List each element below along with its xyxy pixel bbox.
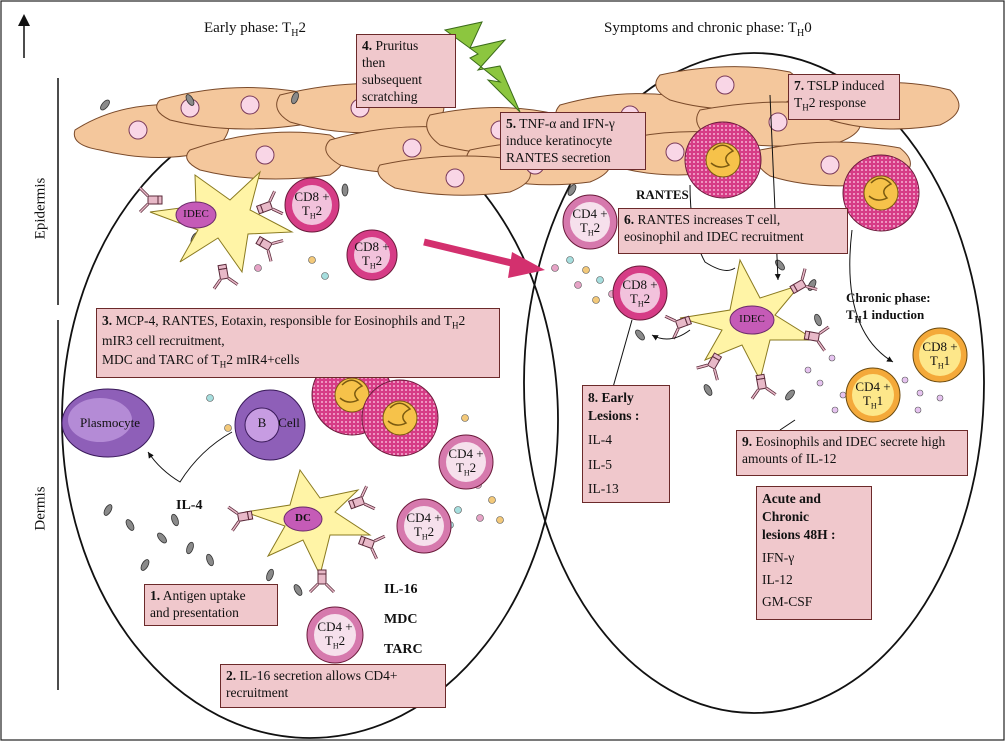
rantes-label: RANTES [636,187,689,202]
cd8-th1-cell [912,327,968,383]
il4-label: IL-4 [176,498,203,513]
cd4-th2-label-right: CD4 +TH2 [572,206,608,238]
dermis-label: Dermis [32,486,49,531]
box-8-early-lesions: 8. Early Lesions : IL-4 IL-5 IL-13 [582,385,670,503]
chemokine-dots [206,256,944,529]
b-cell-b-label: B [257,415,267,430]
plasmocyte-cell [61,388,155,458]
keratinocyte-nuclei [128,75,900,188]
idec-cell-right [663,258,831,401]
cd8-th2-label-right: CD8 +TH2 [622,277,658,309]
b-cell-cell-label: Cell [278,415,300,430]
plasmocyte-label: Plasmocyte [80,415,140,430]
chronic-phase-ellipse [523,52,985,714]
cd8-th2-label-2: CD8 +TH2 [354,239,390,271]
cd8-th2-label-1: CD8 +TH2 [294,189,330,221]
mdc-label: MDC [384,612,418,627]
box-7-tslp: 7. TSLP induced TH2 response [788,74,900,120]
eosinophil-left-2 [361,379,439,457]
cd4-th1-label: CD4 +TH1 [855,379,891,411]
cd4-th2-cell-3 [306,606,364,664]
cd8-th1-label: CD8 +TH1 [922,339,958,371]
acute-lesion-item: IL-12 [762,571,793,587]
idec-label: IDEC [183,208,209,220]
idec-cell-left [138,170,294,291]
dc-label: DC [295,512,311,524]
acute-lesion-item: IFN-γ [762,549,795,565]
cd8-th2-cell-1 [284,177,340,233]
il16-label: IL-16 [384,582,418,597]
early-lesion-item: IL-13 [588,480,619,496]
tarc-label: TARC [384,642,423,657]
box-3-chemokines: 3. MCP-4, RANTES, Eotaxin, responsible f… [96,308,500,378]
dc-cell [226,468,387,594]
box-9-il12: 9. Eosinophils and IDEC secrete high amo… [736,430,968,476]
box-1-antigen: 1. Antigen uptake and presentation [144,584,278,626]
box-2-il16: 2. IL-16 secretion allows CD4+ recruitme… [220,664,446,708]
box-4-pruritus: 4. Pruritus then subsequent scratching [356,34,456,108]
acute-lesion-item: GM-CSF [762,594,813,610]
chronic-phase-th1-label: Chronic phase: TH1 induction [846,290,931,325]
magenta-arrow-icon [423,238,545,278]
epidermis-label: Epidermis [32,177,49,240]
cd4-th2-cell-right [562,194,618,250]
lightning-icon [443,21,521,113]
cd4-th2-label-3: CD4 +TH2 [317,619,353,651]
eosinophil-right-2 [842,154,920,232]
b-cell [234,389,306,461]
cd4-th2-cell-1 [438,434,494,490]
cd4-th2-cell-2 [396,498,452,554]
eosinophil-right-1 [684,121,762,199]
box-6-rantes: 6. RANTES increases T cell, eosinophil a… [618,208,848,254]
cd4-th2-label-1: CD4 +TH2 [448,446,484,478]
early-lesion-item: IL-4 [588,432,612,448]
chronic-phase-title: Symptoms and chronic phase: TH0 [604,20,812,39]
cd8-th2-cell-2 [346,229,398,281]
idec-right-label: IDEC [739,313,765,325]
early-lesion-item: IL-5 [588,456,612,472]
cd8-th2-cell-right [612,265,668,321]
cd4-th1-cell [845,367,901,423]
cd4-th2-label-2: CD4 +TH2 [406,510,442,542]
box-acute-chronic-lesions: Acute and Chronic lesions 48H : IFN-γ IL… [756,486,872,620]
box-5-tnf-ifn: 5. TNF-α and IFN-γ induce keratinocyte R… [500,112,646,170]
early-phase-title: Early phase: TH2 [204,20,306,39]
